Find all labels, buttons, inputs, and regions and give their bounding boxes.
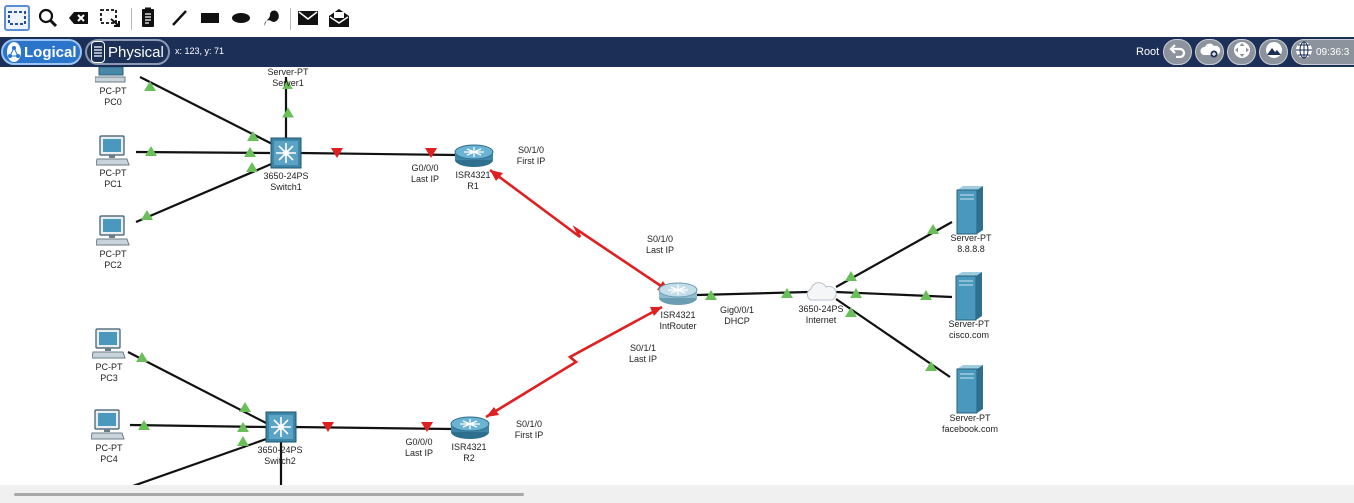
pc-pc4[interactable]	[90, 409, 125, 446]
freeform-icon[interactable]	[259, 5, 285, 31]
resize-icon[interactable]	[97, 5, 123, 31]
ellipse-icon[interactable]	[228, 5, 254, 31]
mountain-image-icon	[1264, 41, 1284, 64]
select-icon[interactable]	[4, 5, 30, 31]
topology-icon	[7, 42, 21, 62]
simple-pdu-icon[interactable]	[295, 5, 321, 31]
back-arrow-icon	[1168, 42, 1187, 63]
router-r2[interactable]	[450, 416, 490, 445]
simulation-time: 09:36:3	[1316, 46, 1350, 58]
note-icon[interactable]	[135, 5, 161, 31]
delete-icon[interactable]	[66, 5, 92, 31]
pc-icon	[95, 215, 130, 246]
cloud-icon	[806, 282, 837, 301]
pc-pc1[interactable]	[95, 135, 130, 172]
router-icon	[450, 416, 490, 439]
toolbar-separator	[131, 8, 132, 30]
switch-internet[interactable]	[804, 281, 838, 308]
viewport-clock-button[interactable]: 09:36:3	[1291, 39, 1354, 65]
router-introuter[interactable]	[658, 282, 698, 311]
link-pc3-switch2	[127, 351, 269, 425]
pc-pc2[interactable]	[95, 215, 130, 252]
set-tiled-background-button[interactable]	[1259, 39, 1288, 65]
serial-r1-intrrouter	[489, 168, 671, 294]
rectangle-icon[interactable]	[197, 5, 223, 31]
switch-switch1[interactable]	[270, 137, 302, 174]
router-icon	[454, 144, 494, 167]
view-navigation-bar	[0, 37, 1354, 67]
logical-view-label: Logical	[24, 43, 77, 61]
inspect-icon[interactable]	[35, 5, 61, 31]
pc-icon	[95, 135, 130, 166]
serial-r2-intrrouter	[485, 305, 663, 419]
server-cisco[interactable]	[952, 272, 984, 327]
horizontal-scrollbar-thumb[interactable]	[14, 493, 524, 496]
pc-pc3[interactable]	[91, 328, 126, 365]
cloud-add-icon	[1199, 42, 1221, 63]
complex-pdu-icon[interactable]	[326, 5, 352, 31]
move-arrows-icon	[1232, 40, 1252, 65]
server-icon	[955, 272, 982, 321]
server-icon	[956, 186, 983, 235]
router-r1[interactable]	[454, 144, 494, 173]
link-pc5-switch2	[132, 435, 273, 485]
cursor-coordinates: x: 123, y: 71	[175, 46, 225, 56]
root-breadcrumb[interactable]: Root	[1136, 46, 1160, 58]
multilayer-switch-icon	[270, 137, 302, 169]
router-icon	[658, 282, 698, 305]
physical-view-label: Physical	[108, 43, 164, 61]
server-icon	[956, 365, 983, 414]
server-8888[interactable]	[953, 186, 985, 241]
logical-view-button[interactable]: Logical	[1, 39, 82, 65]
pc-icon	[94, 67, 126, 83]
link-pc0-switch1	[139, 76, 285, 151]
move-object-button[interactable]	[1227, 39, 1256, 65]
globe-clock-icon	[1294, 40, 1314, 65]
topology-links	[127, 76, 953, 485]
pc-pc0[interactable]	[94, 67, 127, 88]
switch-switch2[interactable]	[265, 411, 297, 448]
line-icon[interactable]	[166, 5, 192, 31]
rack-icon	[91, 41, 105, 63]
multilayer-switch-icon	[265, 411, 297, 443]
link-pc2-switch1	[135, 160, 277, 224]
new-cluster-button[interactable]	[1195, 39, 1224, 65]
physical-view-button[interactable]: Physical	[85, 39, 170, 65]
horizontal-scrollbar[interactable]	[0, 485, 1354, 503]
toolbar-separator	[290, 8, 291, 30]
back-button[interactable]	[1163, 39, 1192, 65]
pc-icon	[91, 328, 126, 359]
server-facebook[interactable]	[953, 365, 985, 420]
workspace-toolbar	[0, 0, 1354, 38]
pc-icon	[90, 409, 125, 440]
